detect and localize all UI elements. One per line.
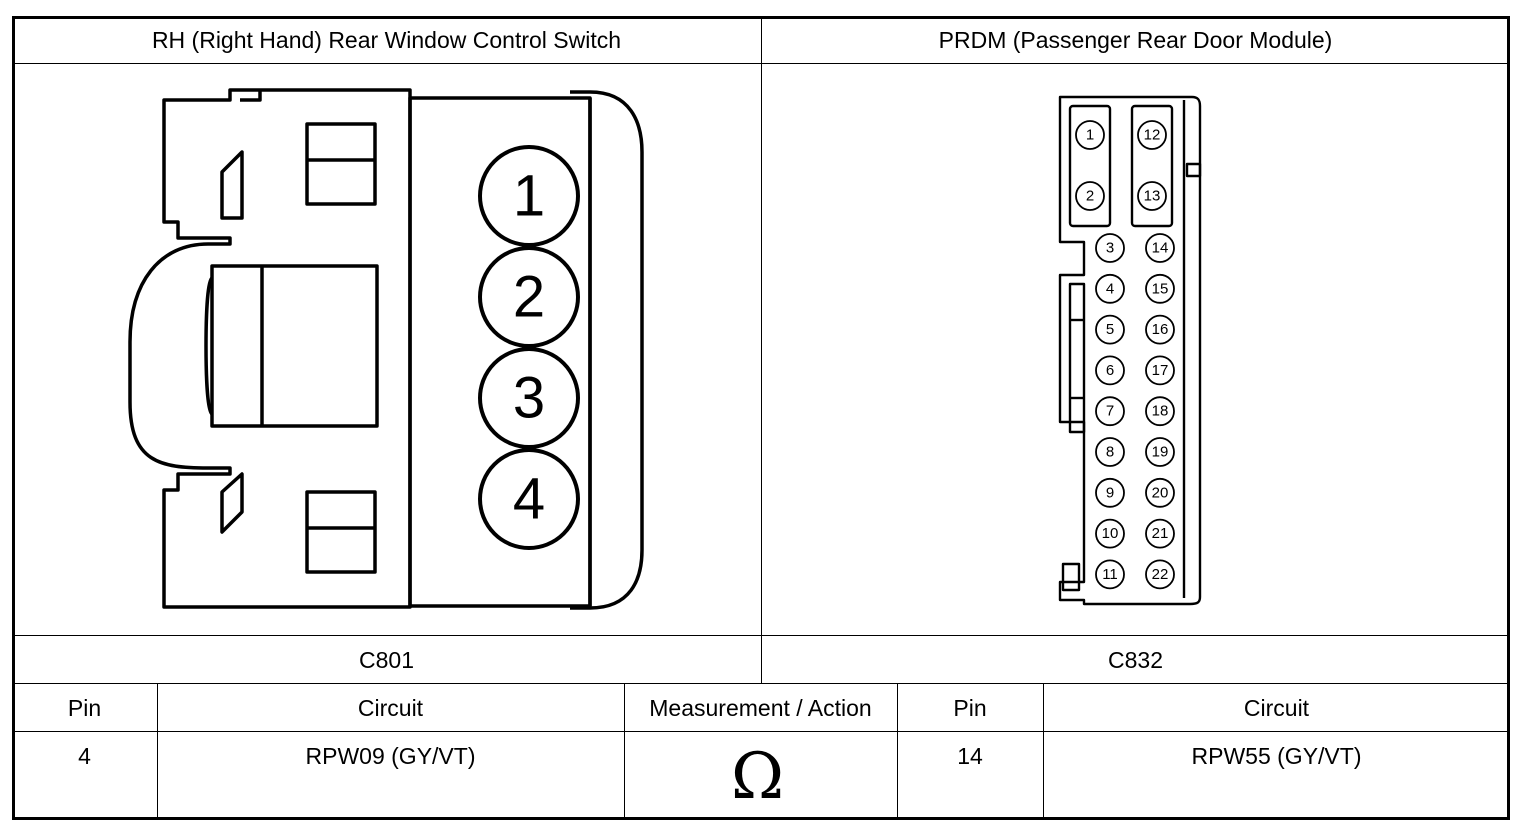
c832-pin-19-label: 19: [1152, 444, 1169, 461]
c832-pin-13-circle: [1137, 181, 1167, 211]
c801-pin-3-label: 3: [513, 366, 545, 431]
c832-pin-8-label: 8: [1106, 444, 1114, 461]
c832-pin-1-circle: [1075, 120, 1105, 150]
divider-col-3: [897, 683, 898, 820]
c832-pin-14-label: 14: [1152, 240, 1169, 257]
c832-pin-6-circle: [1095, 355, 1125, 386]
c832-pin-2-circle: [1075, 181, 1105, 211]
ohm-measurement-symbol: Ω: [731, 740, 785, 814]
c801-pin-4-label: 4: [513, 467, 545, 532]
c832-pin-4-circle: [1095, 273, 1125, 304]
c801-pin-4-circle: [478, 448, 580, 550]
row-circuit-right: RPW55 (GY/VT): [1191, 742, 1362, 769]
c832-pin-18-label: 18: [1152, 403, 1169, 420]
row-pin-right: 14: [957, 742, 983, 769]
c832-pin-1-label: 1: [1086, 127, 1094, 144]
c832-pin-15-label: 15: [1152, 280, 1169, 297]
c832-pin-13-label: 13: [1144, 188, 1161, 205]
left-connector-title: RH (Right Hand) Rear Window Control Swit…: [151, 26, 622, 53]
c832-pin-8-circle: [1095, 437, 1125, 467]
header-circuit-right: Circuit: [1243, 694, 1310, 721]
c832-pin-20-label: 20: [1152, 484, 1169, 501]
c832-pin-6-label: 6: [1106, 362, 1114, 379]
c832-pin-22-label: 22: [1152, 566, 1169, 583]
left-connector-id: C801: [359, 646, 414, 673]
right-connector-id: C832: [1108, 646, 1163, 673]
c832-pin-5-label: 5: [1106, 321, 1114, 338]
c832-pin-10-label: 10: [1102, 525, 1119, 542]
c832-pin-9-label: 9: [1106, 484, 1114, 501]
row-pin-left: 4: [78, 742, 91, 769]
c801-pin-1-circle: [478, 145, 580, 247]
c832-pin-15-circle: [1145, 273, 1175, 304]
divider-col-1: [157, 683, 158, 820]
row-circuit-left: RPW09 (GY/VT): [305, 742, 476, 769]
c801-pin-3-circle: [478, 347, 580, 449]
c832-pin-3-circle: [1095, 233, 1125, 263]
divider-under-table-headers: [12, 731, 1510, 732]
divider-col-2: [624, 683, 625, 820]
header-circuit-left: Circuit: [357, 694, 424, 721]
c832-pin-9-circle: [1095, 477, 1125, 508]
divider-col-4: [1043, 683, 1044, 820]
c801-pin-1-label: 1: [513, 164, 545, 229]
c832-pin-17-label: 17: [1152, 362, 1169, 379]
header-pin-left: Pin: [67, 694, 102, 721]
c832-pin-10-circle: [1095, 518, 1125, 549]
c832-pin-19-circle: [1145, 437, 1175, 467]
header-measurement: Measurement / Action: [649, 694, 872, 721]
c801-pin-2-circle: [478, 246, 580, 348]
c832-pin-21-label: 21: [1152, 525, 1169, 542]
header-pin-right: Pin: [953, 694, 987, 721]
c832-pin-18-circle: [1145, 396, 1175, 427]
c801-pin-2-label: 2: [513, 265, 545, 330]
c832-pin-20-circle: [1145, 477, 1175, 508]
c832-pin-14-circle: [1145, 233, 1175, 263]
c832-pin-16-circle: [1145, 314, 1175, 345]
right-connector-title: PRDM (Passenger Rear Door Module): [938, 26, 1333, 53]
c832-pin-21-circle: [1145, 518, 1175, 549]
c832-pin-2-label: 2: [1086, 188, 1094, 205]
c832-pin-7-label: 7: [1106, 403, 1114, 420]
c832-pin-4-label: 4: [1106, 280, 1114, 297]
c832-pin-12-label: 12: [1144, 127, 1161, 144]
c801-connector-drawing: 1 2 3 4: [128, 88, 644, 610]
c832-pin-3-label: 3: [1106, 240, 1114, 257]
c832-pin-5-circle: [1095, 314, 1125, 345]
c832-pin-11-circle: [1095, 559, 1125, 590]
c832-pin-11-label: 11: [1102, 566, 1118, 583]
c832-pin-7-circle: [1095, 396, 1125, 427]
divider-center: [761, 16, 762, 684]
c832-pin-17-circle: [1145, 355, 1175, 386]
c832-pin-16-label: 16: [1152, 321, 1169, 338]
c832-pin-12-circle: [1137, 120, 1167, 150]
c832-pin-22-circle: [1145, 559, 1175, 590]
